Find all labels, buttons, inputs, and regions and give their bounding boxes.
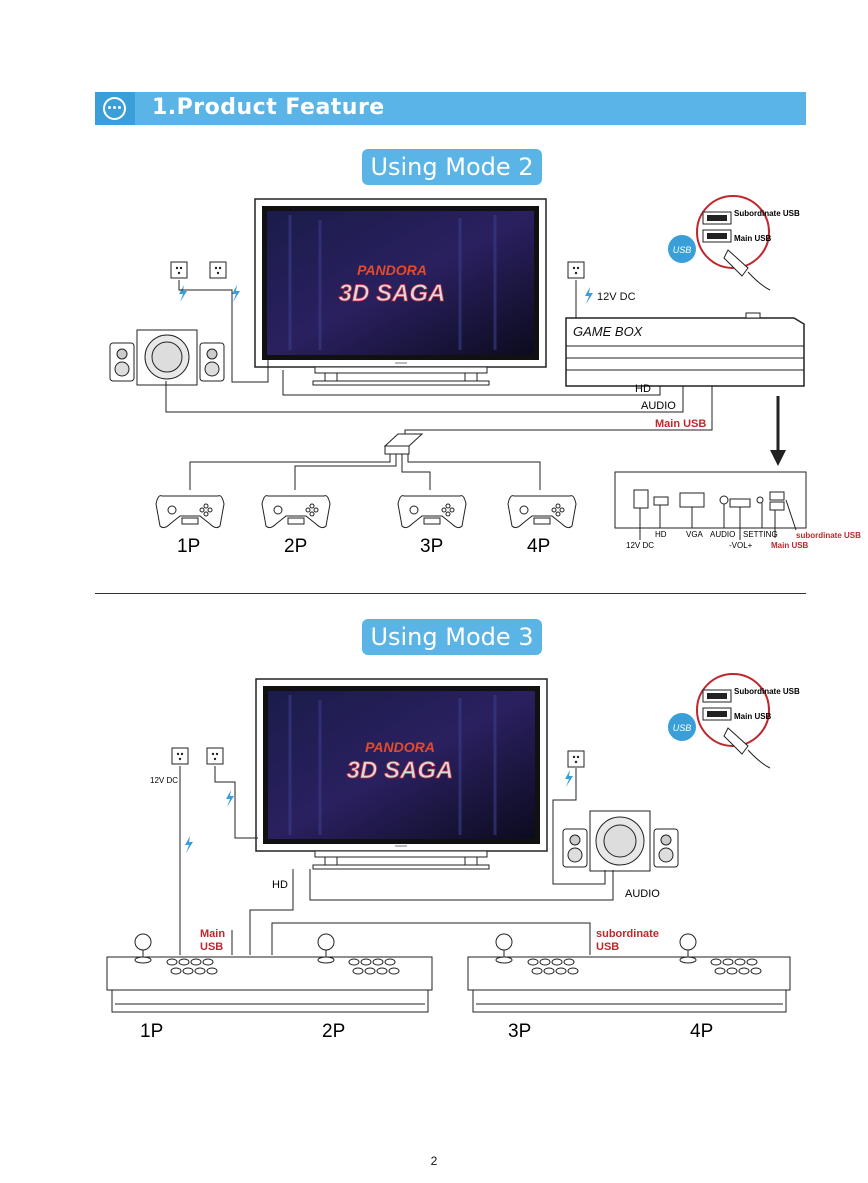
usb-callout: USB — [666, 673, 771, 769]
tv-logo-line1: PANDORA — [357, 262, 427, 278]
tv-logo-line1: PANDORA — [365, 739, 435, 755]
player-4-label: 4P — [527, 536, 550, 557]
port-setting-label: SETTING — [743, 530, 778, 539]
lightning-icon — [179, 285, 593, 304]
tv: PANDORA 3D SAGA — [254, 198, 547, 386]
lightning-icon — [185, 770, 573, 853]
player-2-label: 2P — [322, 1021, 345, 1042]
speaker-system — [109, 329, 225, 386]
section-title: 1.Product Feature — [152, 95, 385, 120]
chat-bubble-dots-icon — [95, 92, 135, 125]
port-main-usb-label: Main USB — [771, 541, 809, 550]
player-1-label: 1P — [140, 1021, 163, 1042]
section-divider — [95, 593, 806, 594]
usb-hub — [383, 433, 424, 455]
port-subordinate-usb-label: subordinate USB — [796, 531, 861, 540]
mode-3-diagram: PANDORA 3D SAGA 12V DC — [106, 673, 800, 1042]
gamepad-icon — [155, 495, 577, 529]
port-vga-label: VGA — [686, 530, 704, 539]
power-label: 12V DC — [597, 291, 636, 303]
usb-badge: USB — [673, 723, 692, 733]
game-box: GAME BOX — [565, 312, 805, 387]
hd-cable-label: HD — [635, 383, 651, 395]
down-arrow-icon — [770, 450, 786, 466]
usb-callout: USB — [666, 195, 771, 291]
hd-cable-label: HD — [272, 879, 288, 891]
power-outlet-icon — [170, 261, 585, 279]
mode-2-title: Using Mode 2 — [362, 149, 542, 185]
port-dc-label: 12V DC — [626, 541, 654, 550]
mode-2-diagram: PANDORA 3D SAGA GAME BOX 12V DC — [109, 195, 861, 557]
audio-cable-label: AUDIO — [625, 888, 660, 900]
main-usb-callout-label: Main USB — [734, 234, 772, 243]
arcade-console-right — [467, 933, 791, 1013]
port-hd-label: HD — [655, 530, 667, 539]
subordinate-usb-callout-label: Subordinate USB — [734, 687, 800, 696]
subordinate-usb-callout-label: Subordinate USB — [734, 209, 800, 218]
game-box-back-panel — [614, 471, 807, 529]
tv: PANDORA 3D SAGA — [255, 678, 548, 870]
game-box-label: GAME BOX — [573, 324, 644, 339]
tv-logo-line2: 3D SAGA — [347, 757, 454, 784]
page-number: 2 — [430, 1154, 438, 1168]
usb-badge: USB — [673, 245, 692, 255]
player-3-label: 3P — [420, 536, 443, 557]
main-usb-cable-label: Main USB — [655, 418, 706, 430]
mode-3-title: Using Mode 3 — [362, 619, 542, 655]
port-audio-label: AUDIO — [710, 530, 735, 539]
power-label: 12V DC — [150, 776, 178, 785]
port-vol-label: -VOL+ — [729, 541, 753, 550]
player-4-label: 4P — [690, 1021, 713, 1042]
player-2-label: 2P — [284, 536, 307, 557]
main-usb-callout-label: Main USB — [734, 712, 772, 721]
player-3-label: 3P — [508, 1021, 531, 1042]
player-1-label: 1P — [177, 536, 200, 557]
audio-cable-label: AUDIO — [641, 400, 676, 412]
speaker-system — [562, 810, 679, 872]
section-header: 1.Product Feature — [95, 92, 806, 125]
tv-logo-line2: 3D SAGA — [339, 280, 446, 307]
arcade-console-left — [106, 933, 433, 1013]
